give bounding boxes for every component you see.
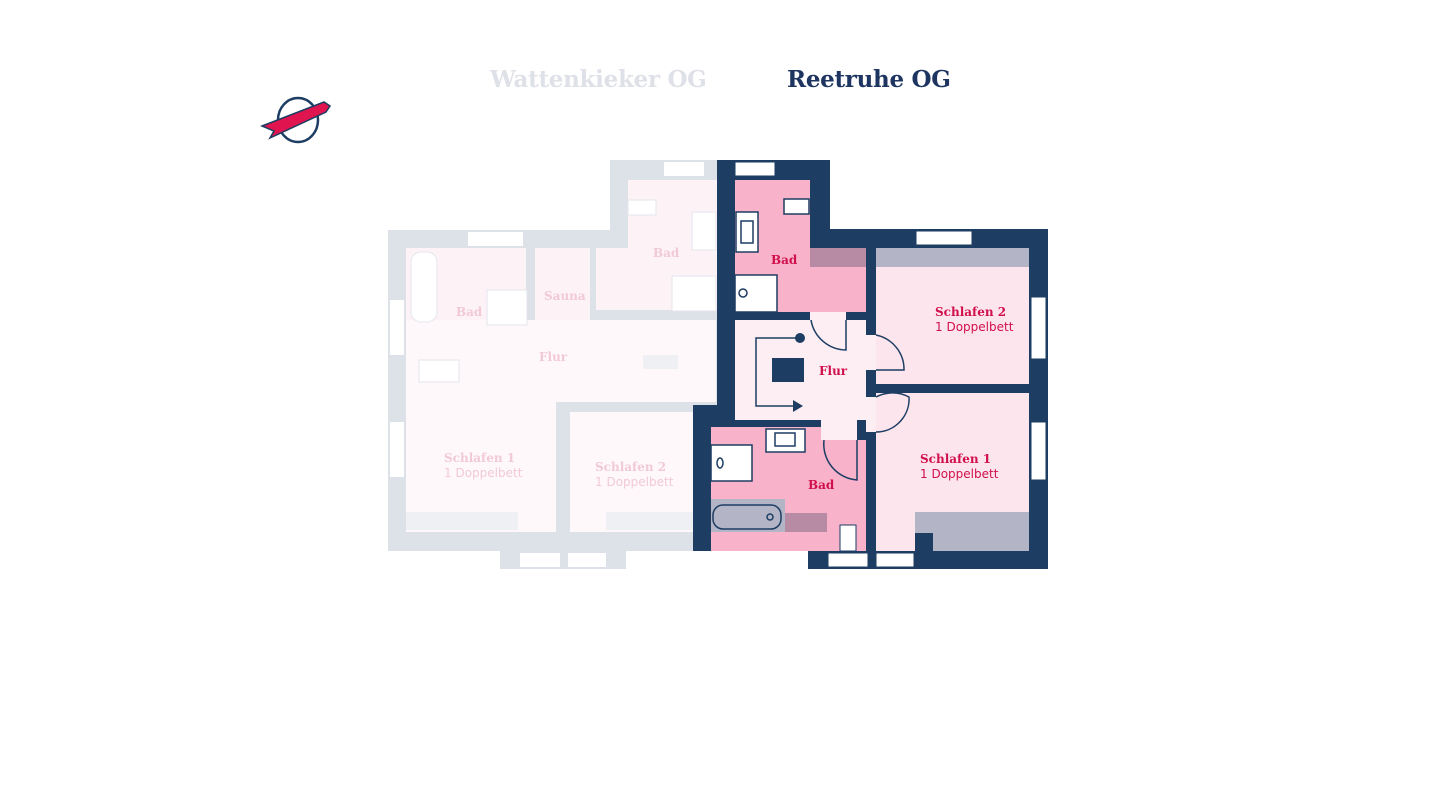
logo-icon: [259, 96, 332, 144]
room-label: Schlafen 2: [935, 305, 1006, 319]
room-label: Schlafen 1: [444, 451, 515, 465]
room-label: Bad: [771, 253, 798, 267]
tab-wattenkieker-og[interactable]: Wattenkieker OG: [490, 66, 707, 93]
room-label: Schlafen 2: [595, 460, 666, 474]
floor-plan-wattenkieker[interactable]: Bad Sauna Bad Flur Schlafen 1 1 Doppelbe…: [388, 160, 717, 569]
room-label: Bad: [808, 478, 835, 492]
room-label: Flur: [819, 364, 848, 378]
room-label: Flur: [539, 350, 568, 364]
floor-plan-reetruhe[interactable]: Bad Schlafen 2 1 Doppelbett Flur Schlafe…: [693, 160, 1048, 569]
room-label: Schlafen 1: [920, 452, 991, 466]
room-beds: 1 Doppelbett: [920, 467, 999, 481]
room-beds: 1 Doppelbett: [595, 475, 674, 489]
room-label: Bad: [456, 305, 483, 319]
room-beds: 1 Doppelbett: [935, 320, 1014, 334]
tab-reetruhe-og[interactable]: Reetruhe OG: [787, 66, 951, 93]
room-label: Bad: [653, 246, 680, 260]
room-label: Sauna: [544, 289, 586, 303]
room-beds: 1 Doppelbett: [444, 466, 523, 480]
